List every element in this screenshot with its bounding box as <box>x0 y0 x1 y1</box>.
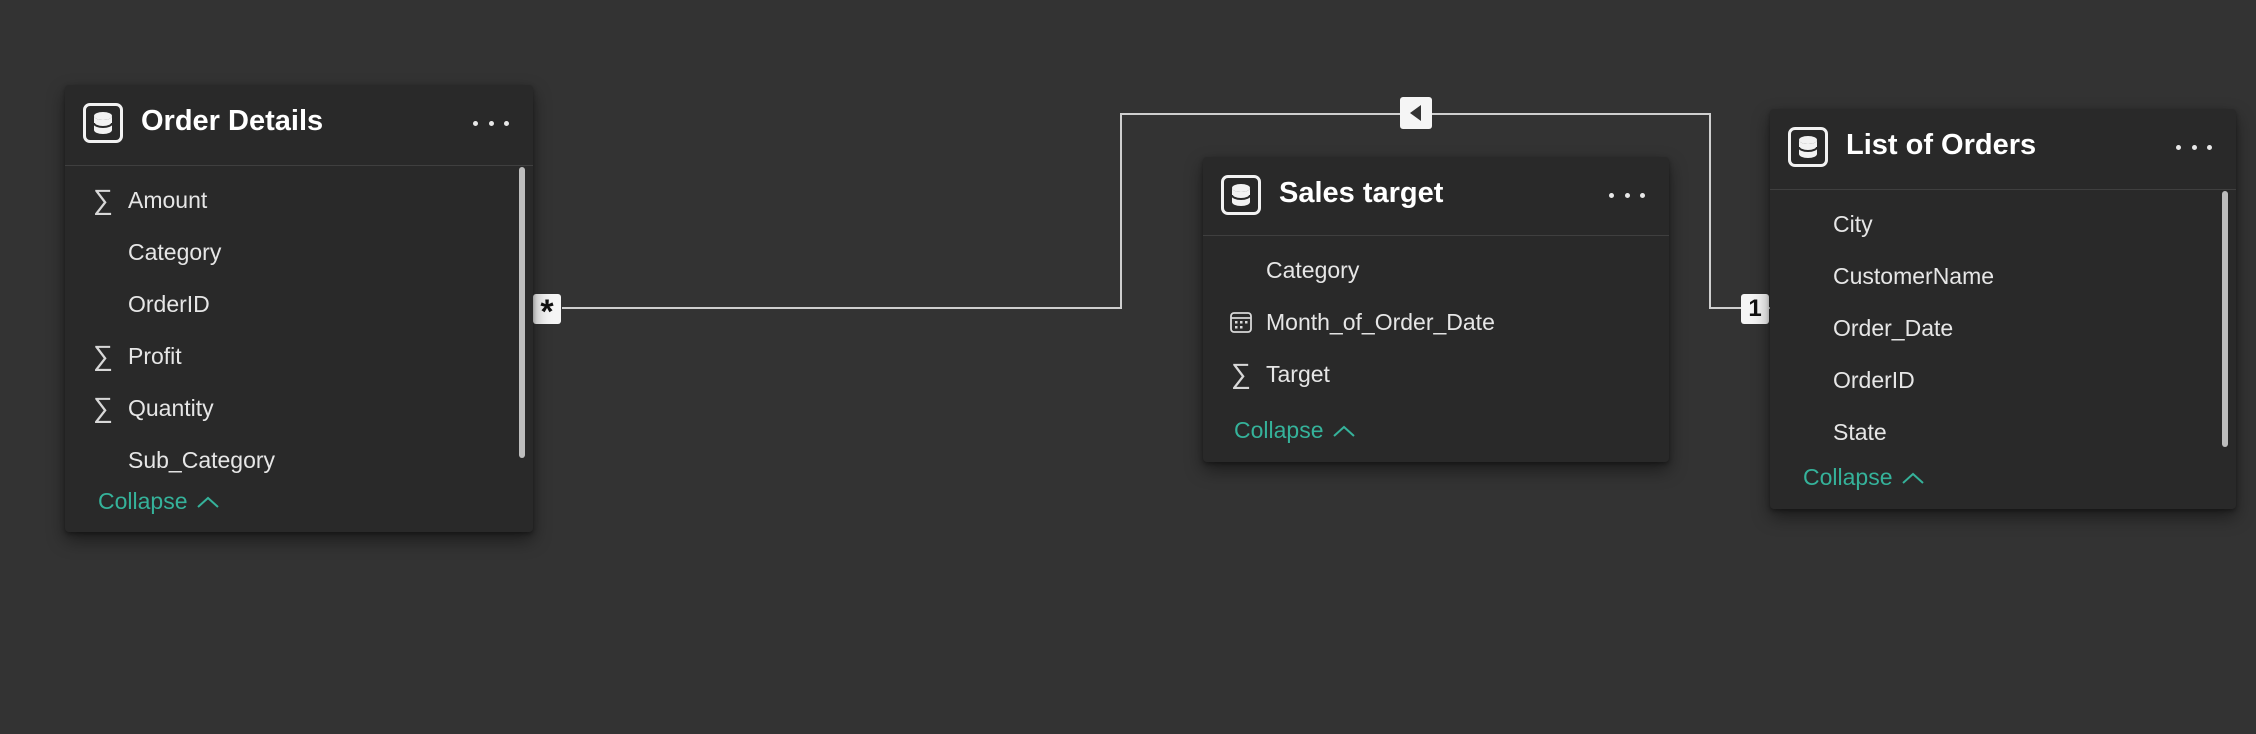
field-name: OrderID <box>1833 366 1915 393</box>
field-name: Category <box>1266 256 1360 283</box>
card-header[interactable]: List of Orders <box>1770 109 2236 190</box>
field-name: Quantity <box>128 394 214 421</box>
database-icon <box>83 103 123 143</box>
field-name: Sub_Category <box>128 446 276 473</box>
database-icon <box>1221 175 1261 215</box>
field-item-state[interactable]: State <box>1770 406 2236 458</box>
one-cardinality-label: 1 <box>1748 295 1762 322</box>
field-name: State <box>1833 418 1887 445</box>
table-card-sales-target[interactable]: Sales target Category <box>1203 157 1669 462</box>
many-cardinality-marker[interactable]: * <box>533 293 561 331</box>
field-item-order-date[interactable]: Order_Date <box>1770 302 2236 354</box>
field-name: Month_of_Order_Date <box>1266 308 1495 335</box>
sigma-icon: ∑ <box>93 184 113 215</box>
collapse-link[interactable]: Collapse <box>1803 464 1925 491</box>
collapse-link[interactable]: Collapse <box>1234 417 1356 444</box>
table-card-order-details[interactable]: Order Details ∑ Amount Category OrderID … <box>65 85 533 532</box>
table-card-list-of-orders[interactable]: List of Orders City CustomerName Order_D… <box>1770 109 2236 509</box>
more-options-button[interactable] <box>473 111 509 135</box>
field-item-profit[interactable]: ∑ Profit <box>65 330 533 382</box>
collapse-label: Collapse <box>98 488 188 514</box>
calendar-icon <box>1229 308 1253 336</box>
more-options-button[interactable] <box>2176 135 2212 159</box>
field-name: Category <box>128 238 222 265</box>
field-name: Profit <box>128 342 182 369</box>
field-list: City CustomerName Order_Date OrderID Sta… <box>1770 190 2236 458</box>
collapse-link[interactable]: Collapse <box>98 488 220 515</box>
field-item-quantity[interactable]: ∑ Quantity <box>65 382 533 434</box>
field-item-sub-category[interactable]: Sub_Category <box>65 434 533 486</box>
table-title: Order Details <box>141 105 324 137</box>
field-name: City <box>1833 210 1873 237</box>
field-item-month-of-order-date[interactable]: Month_of_Order_Date <box>1203 296 1669 348</box>
field-name: Target <box>1266 360 1330 387</box>
triangle-left-icon[interactable] <box>1400 97 1432 129</box>
field-name: Order_Date <box>1833 314 1954 341</box>
chevron-up-icon <box>1332 425 1355 437</box>
more-options-button[interactable] <box>1609 183 1645 207</box>
table-title: Sales target <box>1279 177 1444 209</box>
field-list: Category Month_of_Order_Date <box>1203 236 1669 400</box>
one-cardinality-marker[interactable]: 1 <box>1741 294 1769 324</box>
field-name: Amount <box>128 186 208 213</box>
chevron-up-icon <box>1901 472 1924 484</box>
field-name: OrderID <box>128 290 210 317</box>
field-item-amount[interactable]: ∑ Amount <box>65 174 533 226</box>
field-item-customername[interactable]: CustomerName <box>1770 250 2236 302</box>
chevron-up-icon <box>196 496 219 508</box>
database-icon <box>1788 127 1828 167</box>
field-item-city[interactable]: City <box>1770 198 2236 250</box>
sigma-icon: ∑ <box>1231 358 1251 389</box>
sigma-icon: ∑ <box>93 340 113 371</box>
field-list: ∑ Amount Category OrderID ∑ Profit ∑ Qua… <box>65 166 533 486</box>
card-header[interactable]: Sales target <box>1203 157 1669 236</box>
field-item-category[interactable]: Category <box>65 226 533 278</box>
sigma-icon: ∑ <box>93 392 113 423</box>
field-item-category[interactable]: Category <box>1203 244 1669 296</box>
scrollbar[interactable] <box>2222 191 2228 447</box>
scrollbar[interactable] <box>519 167 525 458</box>
many-cardinality-label: * <box>540 293 554 331</box>
card-header[interactable]: Order Details <box>65 85 533 166</box>
collapse-label: Collapse <box>1234 417 1324 443</box>
field-item-orderid[interactable]: OrderID <box>1770 354 2236 406</box>
table-title: List of Orders <box>1846 129 2037 161</box>
collapse-label: Collapse <box>1803 464 1893 490</box>
field-item-target[interactable]: ∑ Target <box>1203 348 1669 400</box>
field-item-orderid[interactable]: OrderID <box>65 278 533 330</box>
field-name: CustomerName <box>1833 262 1995 289</box>
